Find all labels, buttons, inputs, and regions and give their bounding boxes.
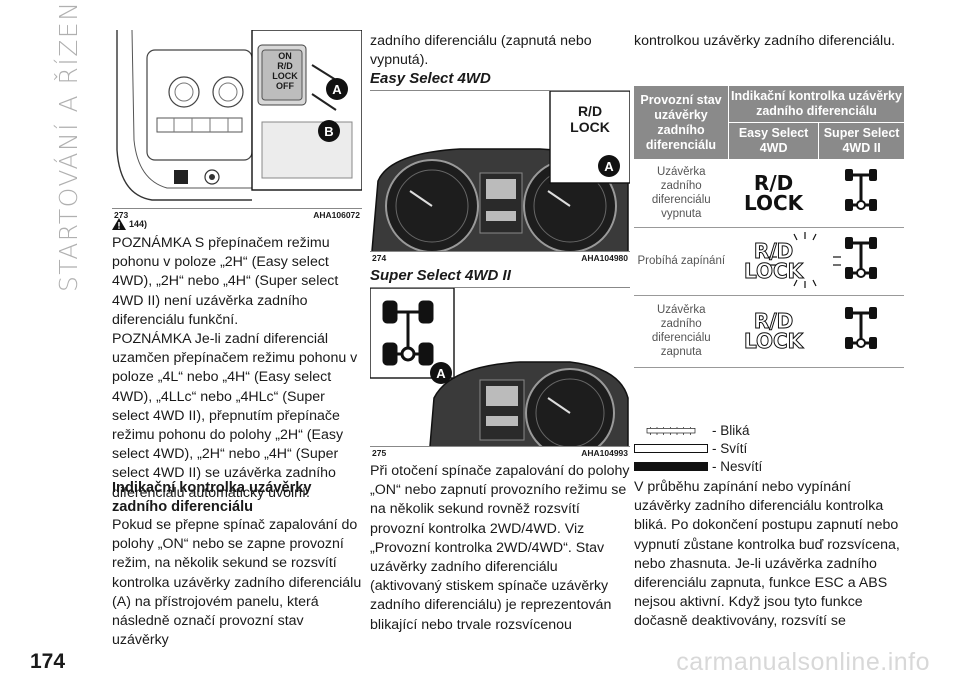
lit-swatch <box>634 444 708 453</box>
rd-lock-lamp: R/D LOCK <box>558 103 622 135</box>
section-heading: Indikační kontrolka uzávěrky zadního dif… <box>112 480 312 515</box>
table-row: Uzávěrka zadního diferenciálu vypnuta R/… <box>634 159 904 228</box>
figure-number: 274 <box>372 253 387 263</box>
callout-a-275: A <box>430 362 452 384</box>
page-number: 174 <box>30 650 66 673</box>
figure-275: A 275 AHA104993 <box>369 287 630 458</box>
row-super-lamp <box>818 295 904 368</box>
rear-diff-lock-icon <box>845 307 878 349</box>
switch-lock: LOCK <box>272 71 298 81</box>
figure-274: R/D LOCK A 274 AHA104980 <box>370 90 631 263</box>
legend-lit: - Svítí <box>634 441 747 456</box>
legend-off: - Nesvítí <box>634 459 762 474</box>
blinking-swatch-icon <box>646 426 696 435</box>
lamp-line-2: LOCK <box>570 119 610 135</box>
note-paragraph-2: POZNÁMKA Je-li zadní diferenciál uzamčen… <box>112 331 358 501</box>
rear-diff-lock-icon <box>845 237 878 279</box>
figure-number: 273 <box>114 210 129 220</box>
note-paragraph-1: POZNÁMKA S přepínačem režimu pohonu v po… <box>112 235 339 328</box>
note-ref: 144) <box>129 219 148 229</box>
section-side-tab: STARTOVÁNÍ A ŘÍZENÍ <box>20 0 83 292</box>
figure-275-caption: 275 AHA104993 <box>370 446 630 458</box>
figure-number: 275 <box>372 448 387 458</box>
figure-274-illustration <box>370 90 631 253</box>
body-paragraph-1: Pokud se přepne spínač zapalování do pol… <box>112 517 362 649</box>
lamp-line-1: R/D <box>577 103 603 119</box>
header-state: Provozní stav uzávěrky zadního diferenci… <box>634 86 729 159</box>
callout-a-274: A <box>598 155 620 177</box>
row-state: Probíhá zapínání <box>634 227 729 296</box>
off-swatch <box>634 462 708 471</box>
figure-273-illustration <box>112 29 363 208</box>
switch-on: ON <box>278 51 292 61</box>
switch-rd: R/D <box>277 61 293 71</box>
header-easy: Easy Select 4WD <box>728 122 820 159</box>
row-state: Uzávěrka zadního diferenciálu vypnuta <box>634 159 729 228</box>
body-paragraph-3: Při otočení spínače zapalování do polohy… <box>370 463 630 633</box>
row-super-lamp <box>818 159 904 228</box>
figure-275-title: Super Select 4WD II <box>370 267 511 284</box>
body-paragraph-5: V průběhu zapínání nebo vypínání uzávěrk… <box>634 479 900 630</box>
figure-275-illustration <box>369 287 630 458</box>
figure-code: AHA106072 <box>313 210 360 220</box>
figure-code: AHA104980 <box>581 253 628 263</box>
figure-273-caption: 273 AHA106072 <box>112 208 362 220</box>
blink-rays-icon <box>768 232 841 288</box>
legend-blinks: - Bliká <box>634 423 750 438</box>
switch-off: OFF <box>276 81 294 91</box>
figure-code: AHA104993 <box>581 448 628 458</box>
row-state: Uzávěrka zadního diferenciálu zapnuta <box>634 295 729 368</box>
warning-note: 144) <box>112 218 147 230</box>
figure-274-caption: 274 AHA104980 <box>370 251 630 263</box>
rear-diff-lock-icon <box>382 300 434 366</box>
section-title: STARTOVÁNÍ A ŘÍZENÍ <box>54 0 83 292</box>
figure-273: ON R/D LOCK OFF A B 273 AHA106072 <box>112 29 363 220</box>
switch-labels: ON R/D LOCK OFF <box>267 51 303 91</box>
row-super-lamp <box>818 227 904 296</box>
table-row: Uzávěrka zadního diferenciálu zapnuta R/… <box>634 295 904 368</box>
callout-a: A <box>326 78 348 100</box>
rear-diff-lock-icon <box>845 168 878 211</box>
warning-triangle-icon <box>112 218 126 230</box>
watermark: carmanualsonline.info <box>676 648 930 676</box>
legend-blinks-label: - Bliká <box>712 423 750 438</box>
legend-off-label: - Nesvítí <box>712 459 763 474</box>
legend-lit-label: - Svítí <box>712 441 748 456</box>
header-super: Super Select 4WD II <box>818 122 904 159</box>
body-paragraph-4: kontrolkou uzávěrky zadního diferenciálu… <box>634 33 896 49</box>
lock-status-table: Provozní stav uzávěrky zadního diferenci… <box>634 86 904 368</box>
body-paragraph-2: zadního diferenciálu (zapnutá nebo vypnu… <box>370 33 592 69</box>
callout-b: B <box>318 120 340 142</box>
header-lamp: Indikační kontrolka uzávěrky zadního dif… <box>728 86 904 123</box>
figure-274-title: Easy Select 4WD <box>370 70 491 87</box>
